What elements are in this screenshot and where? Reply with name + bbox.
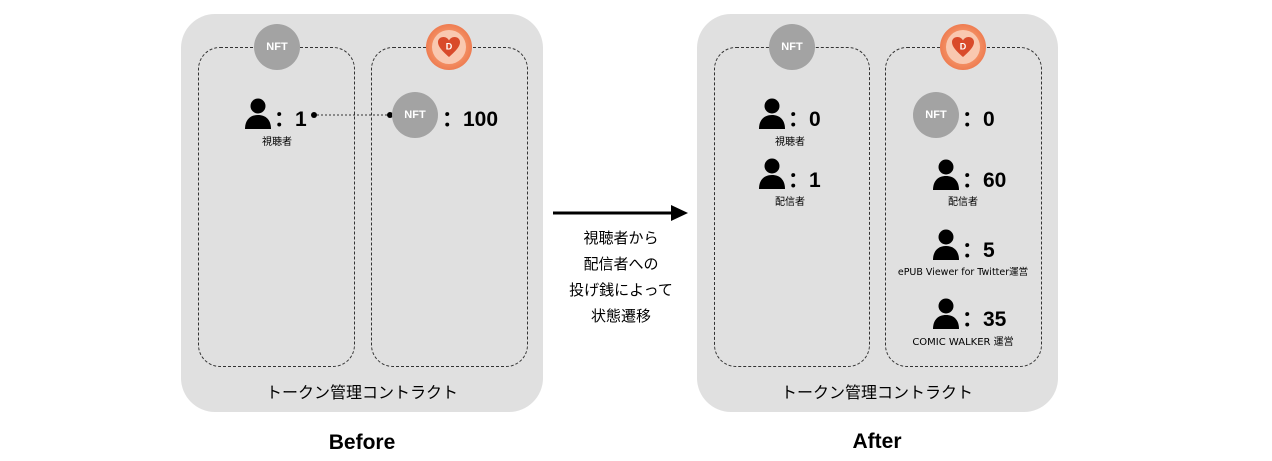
after-epub-label: ePUB Viewer for Twitter運営	[897, 267, 1029, 278]
after-nft-inline-badge: NFT	[913, 92, 959, 138]
after-nft-value: ：0	[962, 108, 995, 131]
after-coin-icon: D	[940, 24, 986, 70]
person-icon	[759, 98, 785, 129]
after-comic-value: ：35	[962, 308, 1007, 331]
before-coin-box	[371, 47, 528, 367]
before-heading: Before	[328, 431, 396, 454]
before-nft-value: ：100	[442, 108, 499, 131]
person-icon	[245, 98, 271, 129]
after-caption: トークン管理コントラクト	[780, 383, 974, 402]
transition-line: 投げ銭によって	[569, 281, 673, 299]
before-viewer-label: 視聴者	[262, 137, 292, 148]
transition-arrow	[553, 205, 688, 221]
person-icon	[933, 298, 959, 329]
heart-icon: D	[432, 30, 466, 64]
after-epub-value: ：5	[962, 239, 995, 262]
transition-description: 視聴者から 配信者への 投げ銭によって 状態遷移	[569, 225, 673, 329]
svg-text:D: D	[446, 42, 453, 52]
person-icon	[933, 159, 959, 190]
after-panel	[697, 14, 1058, 412]
after-streamer-left-label: 配信者	[775, 197, 805, 208]
after-viewer-value: ：0	[788, 108, 821, 131]
before-nft-badge: NFT	[254, 24, 300, 70]
after-streamer-value: ：60	[962, 169, 1007, 192]
transition-line: 視聴者から	[583, 229, 659, 247]
before-caption: トークン管理コントラクト	[265, 383, 459, 402]
heart-icon: D	[946, 30, 980, 64]
after-viewer-label: 視聴者	[775, 137, 805, 148]
after-heading: After	[852, 430, 902, 453]
before-viewer-value: ：1	[274, 108, 307, 131]
transition-line: 状態遷移	[590, 307, 651, 325]
before-nft-inline-badge: NFT	[392, 92, 438, 138]
after-comic-label: COMIC WALKER 運営	[912, 337, 1014, 348]
transition-line: 配信者への	[583, 255, 659, 273]
person-icon	[933, 229, 959, 260]
svg-text:D: D	[960, 42, 967, 52]
transfer-connector	[311, 112, 393, 118]
after-streamer-left-value: ：1	[788, 169, 821, 192]
before-nft-box	[198, 47, 355, 367]
after-streamer-label: 配信者	[948, 197, 978, 208]
person-icon	[759, 158, 785, 189]
before-panel	[181, 14, 543, 412]
after-nft-badge: NFT	[769, 24, 815, 70]
before-coin-icon: D	[426, 24, 472, 70]
